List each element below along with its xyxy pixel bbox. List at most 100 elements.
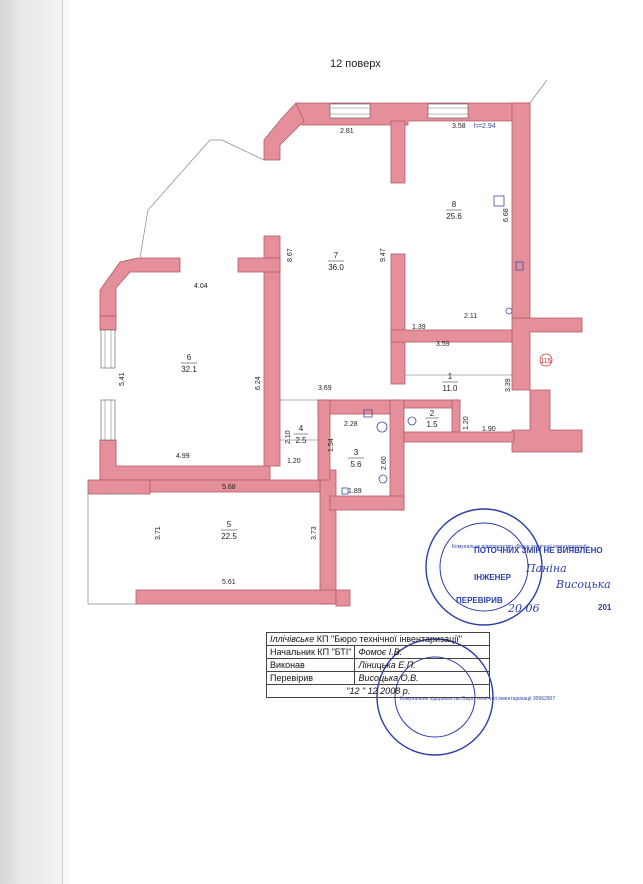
dim-8-67: 8.67: [287, 248, 294, 262]
room-labels: 7 36.0 8 25.6 6 32.1 1 11.0 2 1.5 3 5.6 …: [181, 200, 462, 541]
dim-4-04: 4.04: [194, 283, 208, 290]
title-block-org-city: Іллічівське: [270, 634, 315, 644]
stamp-handwriting-date: 20 06: [507, 602, 540, 615]
wall-right-upper: [511, 102, 531, 319]
room-4-number: 4: [299, 424, 304, 433]
dim-2-10: 2.10: [285, 430, 292, 444]
stamp-handwriting-1: Паніна: [525, 562, 567, 575]
dim-2-81: 2.81: [340, 128, 354, 135]
window-room8: [427, 103, 469, 119]
title-block-org: Іллічівське КП "Бюро технічної інвентари…: [265, 632, 491, 646]
wall-5-top-b: [149, 479, 321, 493]
dim-1-54: 1.54: [328, 438, 335, 452]
dim-6-68: 6.68: [503, 208, 510, 222]
wall-7-8-lower: [390, 253, 406, 385]
wall-wc-right: [451, 399, 461, 433]
wall-7-left: [263, 235, 281, 467]
stove-icon: [493, 195, 505, 207]
room-3-number: 3: [354, 448, 359, 457]
marker-circle: [539, 353, 553, 367]
title-block-row3-label: Виконав: [265, 658, 356, 672]
wall-7-8-top: [390, 120, 406, 184]
wall-right-corridor: [511, 317, 583, 391]
stamp-round-lower-text: Комунальне підприємство Бюро технічної і…: [400, 696, 555, 702]
dim-5-41: 5.41: [119, 372, 126, 386]
window-room6-a: [100, 329, 116, 369]
room-3-area: 5.6: [350, 460, 362, 469]
dim-1-39: 1.39: [412, 324, 426, 331]
stamp-line3: ПЕРЕВІРИВ: [456, 596, 503, 605]
walls: [87, 102, 583, 607]
room-8-area: 25.6: [446, 212, 462, 221]
dim-5-61: 5.61: [222, 579, 236, 586]
dim-1-90: 1.90: [482, 426, 496, 433]
floor-title: 12 поверх: [330, 58, 381, 70]
dim-1-20-b: 1.20: [287, 458, 301, 465]
room-6-area: 32.1: [181, 365, 197, 374]
dim-1-89: 1.89: [348, 488, 362, 495]
toilet-icon: [407, 416, 417, 426]
wall-diagonal-upper: [263, 102, 305, 161]
wall-6-top-right: [237, 257, 281, 273]
dim-4-99: 4.99: [176, 453, 190, 460]
wall-6-left-a: [99, 315, 117, 331]
wall-6-top-left: [99, 257, 181, 317]
radiator-icon-b: [363, 409, 373, 418]
dim-3-71: 3.71: [155, 526, 162, 540]
stamp-round-upper-text: Комунальне підприємство «Бюро технічної …: [452, 544, 589, 550]
dim-3-69: 3.69: [318, 385, 332, 392]
title-block-org-name: КП "Бюро технічної інвентаризації": [314, 634, 463, 644]
room-5-area: 22.5: [221, 532, 237, 541]
paper-edge-shadow: [0, 0, 62, 884]
radiator-icon-a: [515, 261, 524, 271]
boiler-icon: [378, 474, 388, 484]
stamp-handwriting-2: Висоцька: [555, 578, 611, 591]
stamp-round-upper: Комунальне підприємство «Бюро технічної …: [425, 508, 589, 626]
drain-icon: [505, 307, 513, 315]
dim-3-58: 3.58: [452, 123, 466, 130]
radiator-icon-c: [341, 487, 349, 495]
marker-label: 115: [540, 358, 551, 365]
stamp-line2: ІНЖЕНЕР: [474, 573, 512, 582]
stamp-line1: ПОТОЧНИХ ЗМІН НЕ ВИЯВЛЕНО: [474, 546, 603, 555]
room-7-area: 36.0: [328, 263, 344, 272]
dim-2-60: 2.60: [381, 456, 388, 470]
wall-right-lower: [511, 389, 583, 453]
wall-5-top: [87, 479, 151, 495]
title-block-row4-value: Висоцька О.В.: [354, 671, 491, 685]
wall-bath-bottom: [329, 495, 405, 511]
wall-6-bottom: [99, 439, 271, 481]
windows: [100, 103, 469, 441]
title-block-row2-label: Начальник КП "БТІ": [265, 645, 356, 659]
wall-5-right: [319, 469, 337, 605]
inner-lines: [280, 374, 512, 441]
room-2-area: 1.5: [426, 420, 438, 429]
wall-bath-right: [389, 399, 405, 511]
dim-3-59: 3.59: [436, 341, 450, 348]
room-1-area: 11.0: [443, 384, 459, 393]
room-6-number: 6: [187, 353, 192, 362]
title-block-row2-value: Фомоє І.В.: [354, 645, 491, 659]
room-4-area: 2.5: [295, 436, 307, 445]
dim-3-39: 3.39: [505, 378, 512, 392]
dimension-labels: 2.81 3.58 h=2.94 8.67 9.47 6.68 4.04 5.4…: [119, 123, 512, 586]
window-room6-b: [100, 399, 116, 441]
room-7-number: 7: [334, 251, 339, 260]
dim-height: h=2.94: [474, 123, 496, 130]
title-block-date: "12 " 12 2008 р.: [265, 684, 491, 698]
dim-1-20-a: 1.20: [463, 416, 470, 430]
dim-5-68: 5.68: [222, 484, 236, 491]
room-1-number: 1: [448, 372, 453, 381]
window-lines: [104, 107, 468, 440]
dim-2-11: 2.11: [464, 313, 477, 320]
wall-5-bottom: [135, 589, 337, 605]
title-block-row3-value: Ліницька Е.П.: [354, 658, 491, 672]
stamp-year: 201: [598, 603, 612, 612]
dim-3-73: 3.73: [311, 526, 318, 540]
room-2-number: 2: [430, 409, 435, 418]
dim-6-24: 6.24: [255, 376, 262, 390]
sink-icon: [376, 421, 388, 433]
paper-fold: [62, 0, 69, 884]
wall-corridor-bottom: [403, 431, 515, 443]
